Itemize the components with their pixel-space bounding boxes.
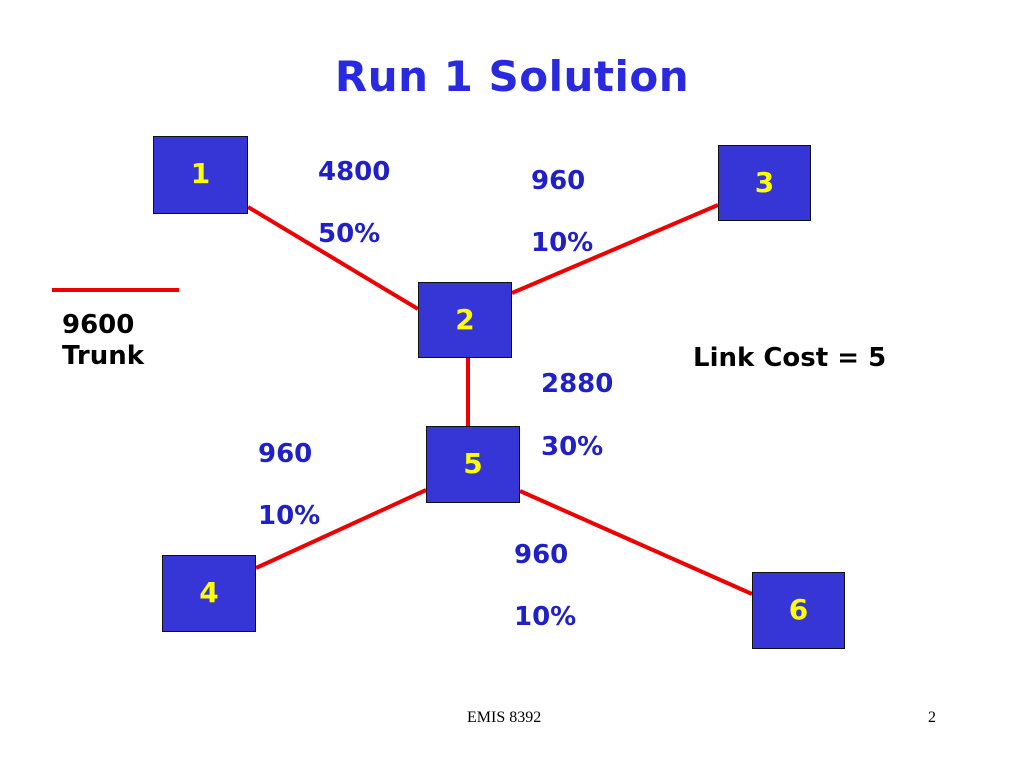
legend-line1: 9600 <box>62 310 135 340</box>
node-1-label: 1 <box>190 157 211 190</box>
node-5-label: 5 <box>463 447 483 480</box>
legend-label: 9600 Trunk <box>62 310 144 372</box>
link-2-3-utilization: 10% <box>531 228 594 258</box>
link-5-4-utilization: 10% <box>258 501 321 531</box>
link-5-6-utilization: 10% <box>514 602 577 632</box>
footer-text: EMIS 8392 <box>467 709 542 726</box>
link-1-2-capacity: 4800 <box>318 157 391 187</box>
node-3-label: 3 <box>754 166 775 199</box>
node-2-label: 2 <box>455 303 475 336</box>
node-4-label: 4 <box>199 576 219 609</box>
node-2: 2 <box>418 282 512 358</box>
link-2-3-capacity: 960 <box>531 166 586 196</box>
link-1-2-utilization: 50% <box>318 219 381 249</box>
node-6-label: 6 <box>788 593 809 626</box>
link-2-5-capacity: 2880 <box>541 369 614 399</box>
link-5-4-capacity: 960 <box>258 439 313 469</box>
page-number: 2 <box>928 709 936 726</box>
link-5-6-capacity: 960 <box>514 540 569 570</box>
node-3: 3 <box>718 145 811 221</box>
link-cost-text: Link Cost = 5 <box>693 343 887 373</box>
legend-line2: Trunk <box>62 341 145 372</box>
link-5-4 <box>255 488 427 570</box>
link-2-3 <box>511 203 719 295</box>
node-1: 1 <box>153 136 248 214</box>
node-5: 5 <box>426 426 520 503</box>
node-6: 6 <box>752 572 845 649</box>
node-4: 4 <box>162 555 256 632</box>
link-1-2 <box>246 205 420 311</box>
link-2-5-utilization: 30% <box>541 432 604 462</box>
link-5-6 <box>519 489 753 596</box>
slide-title: Run 1 Solution <box>334 52 690 101</box>
